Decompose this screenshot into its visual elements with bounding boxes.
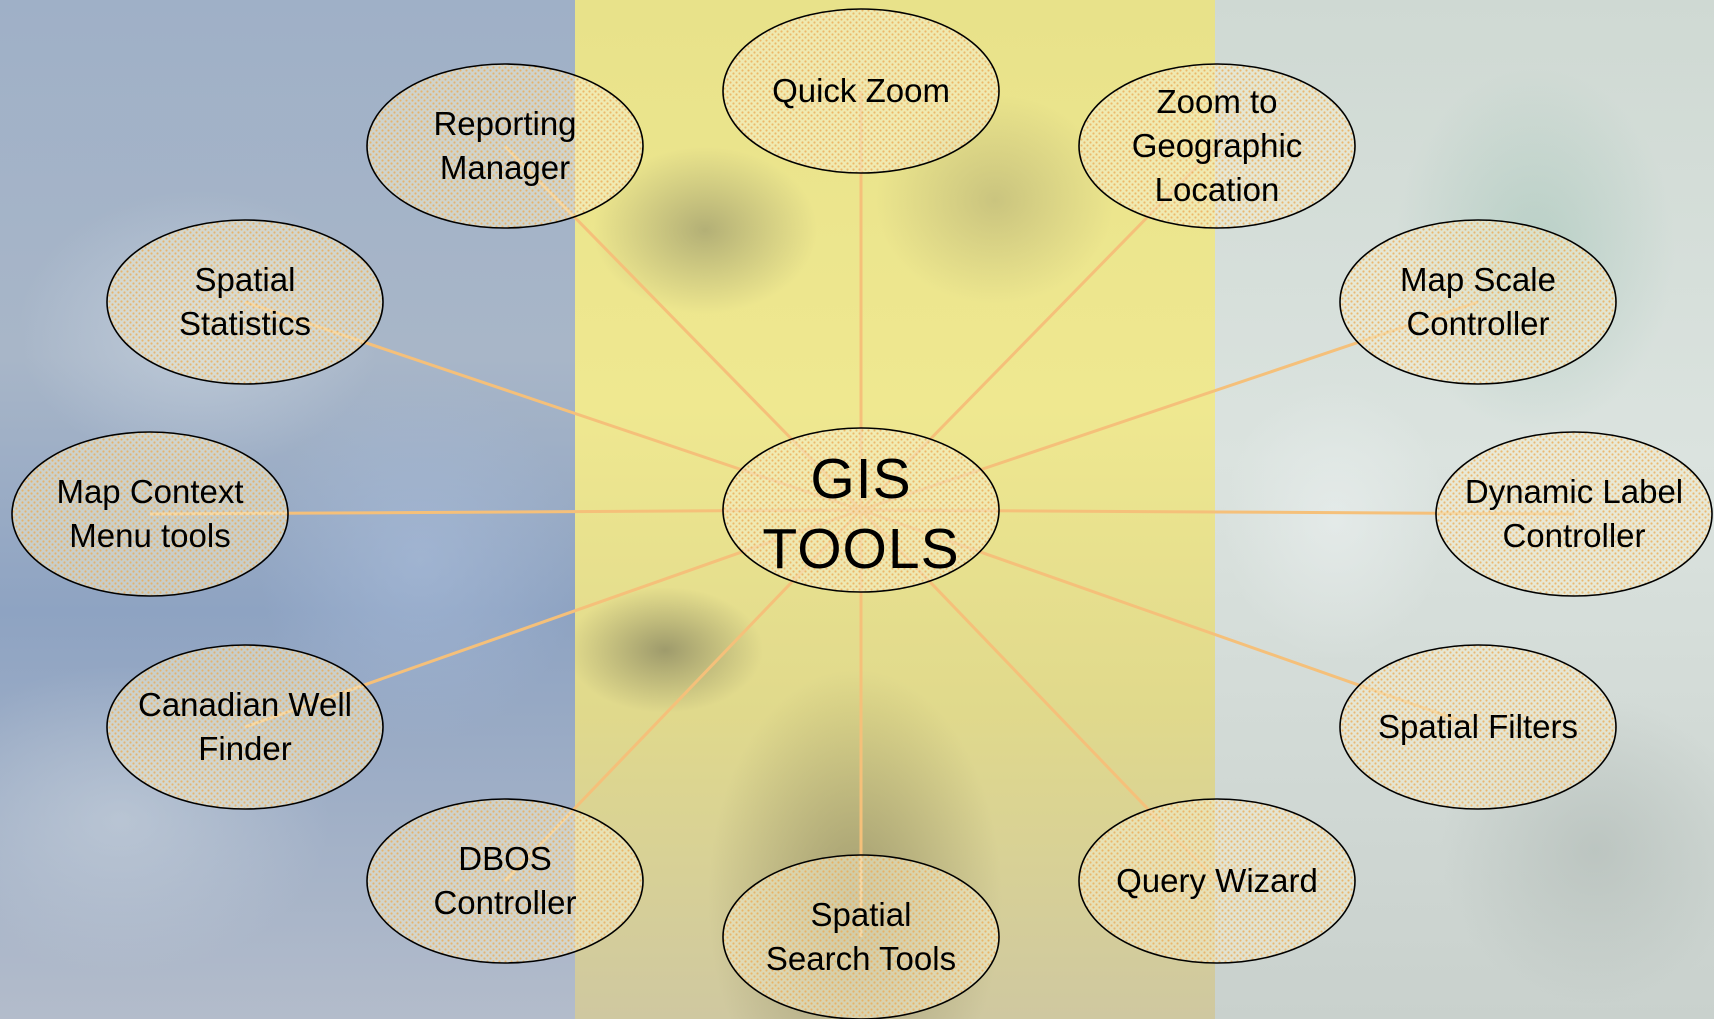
node-label-dbos-controller: DBOS Controller (370, 806, 640, 956)
node-label-query-wizard-line: Query Wizard (1116, 862, 1318, 899)
center-node-label-line: GIS (810, 447, 912, 511)
center-node-ellipse (722, 427, 1000, 593)
node-ellipse-canadian-well-finder (106, 644, 384, 810)
node-label-spatial-search-tools-line: Spatial (810, 896, 912, 933)
node-label-quick-zoom: Quick Zoom (726, 16, 996, 166)
node-label-canadian-well-finder-line: Finder (198, 730, 292, 767)
node-ellipse-query-wizard (1078, 798, 1356, 964)
node-label-dynamic-label-controller-line: Dynamic Label (1464, 473, 1684, 510)
node-label-spatial-statistics-line: Statistics (178, 305, 312, 342)
node-label-zoom-to-geographic-location-line: Geographic (1131, 127, 1303, 164)
node-ellipse-reporting-manager (366, 63, 644, 229)
node-label-spatial-filters-line: Spatial Filters (1378, 708, 1578, 745)
node-label-zoom-to-geographic-location-line: Zoom to (1156, 83, 1278, 120)
node-label-reporting-manager-line: Reporting (433, 105, 577, 142)
node-label-spatial-search-tools-line: Search Tools (765, 940, 957, 977)
node-label-map-context-menu-tools-line: Menu tools (69, 517, 231, 554)
center-node-label-line: TOOLS (762, 517, 960, 581)
node-label-map-context-menu-tools-line: Map Context (56, 473, 244, 510)
node-label-map-scale-controller-line: Map Scale (1400, 261, 1556, 298)
node-ellipse-spatial-filters (1339, 644, 1617, 810)
node-label-dbos-controller-line: DBOS (458, 840, 552, 877)
node-label-dbos-controller-line: Controller (433, 884, 577, 921)
node-label-map-scale-controller-line: Controller (1406, 305, 1550, 342)
node-ellipse-map-context-menu-tools (11, 431, 289, 597)
node-ellipses (11, 8, 1713, 1019)
node-ellipse-dynamic-label-controller (1435, 431, 1713, 597)
node-label-canadian-well-finder-line: Canadian Well (137, 686, 353, 723)
node-label-quick-zoom-line: Quick Zoom (772, 72, 950, 109)
node-label-dynamic-label-controller-line: Controller (1502, 517, 1646, 554)
node-ellipse-spatial-statistics (106, 219, 384, 385)
node-label-zoom-to-geographic-location-line: Location (1154, 171, 1280, 208)
node-label-reporting-manager-line: Manager (439, 149, 571, 186)
node-ellipse-map-scale-controller (1339, 219, 1617, 385)
node-ellipse-spatial-search-tools (722, 854, 1000, 1019)
node-ellipse-quick-zoom (722, 8, 1000, 174)
node-ellipse-dbos-controller (366, 798, 644, 964)
node-ellipse-zoom-to-geographic-location (1078, 63, 1356, 229)
node-label-spatial-statistics-line: Spatial (194, 261, 296, 298)
node-label-spatial-filters: Spatial Filters (1343, 652, 1613, 802)
node-label-query-wizard: Query Wizard (1082, 806, 1352, 956)
